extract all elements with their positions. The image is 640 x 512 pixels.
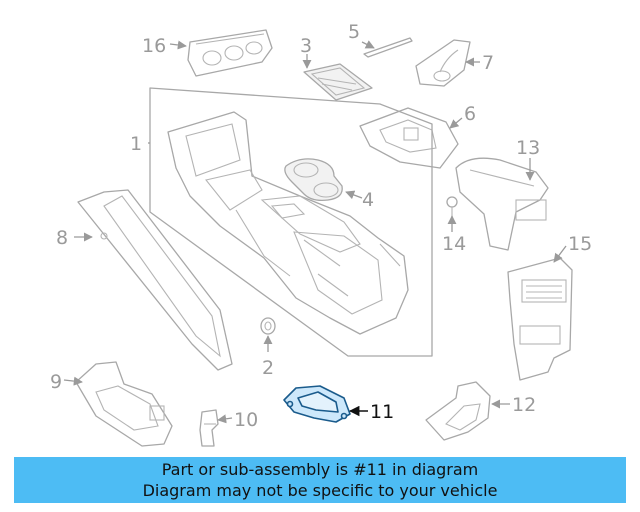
part-13-armrest-lid bbox=[455, 157, 549, 251]
part-10-bracket bbox=[199, 409, 219, 447]
callout-9: 9 bbox=[50, 371, 62, 393]
part-1-assembly-outline bbox=[149, 87, 433, 357]
part-12-storage-insert bbox=[425, 381, 491, 441]
part-8-side-panel bbox=[77, 189, 233, 371]
callout-10: 10 bbox=[234, 409, 258, 431]
part-15-rear-vent-panel bbox=[507, 257, 573, 381]
info-banner: Part or sub-assembly is #11 in diagram D… bbox=[14, 457, 626, 503]
leader-10 bbox=[217, 414, 233, 424]
leader-9 bbox=[63, 376, 83, 386]
callout-8: 8 bbox=[56, 227, 68, 249]
banner-line-2: Diagram may not be specific to your vehi… bbox=[142, 481, 498, 500]
callout-2: 2 bbox=[262, 357, 274, 379]
leader-16 bbox=[169, 40, 187, 50]
part-2-grommet bbox=[260, 317, 276, 335]
part-11-highlighted[interactable] bbox=[283, 385, 351, 423]
leader-4 bbox=[345, 190, 363, 200]
callout-6: 6 bbox=[464, 103, 476, 125]
callout-16: 16 bbox=[142, 35, 166, 57]
callout-13: 13 bbox=[516, 137, 540, 159]
callout-14: 14 bbox=[442, 233, 466, 255]
callout-12: 12 bbox=[512, 394, 536, 416]
part-9-storage-tray bbox=[75, 361, 173, 447]
parts-diagram: 16 3 5 7 6 1 13 4 8 14 15 2 9 12 11 10 bbox=[50, 21, 592, 447]
part-4-cupholder-mat bbox=[284, 158, 343, 202]
part-1-console-body bbox=[167, 111, 409, 335]
part-16-switch-panel bbox=[187, 29, 273, 77]
part-14-clip bbox=[446, 196, 458, 216]
part-6-shifter-bezel bbox=[359, 107, 459, 169]
banner-line-1: Part or sub-assembly is #11 in diagram bbox=[161, 460, 479, 479]
callout-3: 3 bbox=[300, 35, 312, 57]
callout-4: 4 bbox=[362, 189, 374, 211]
part-5-trim-strip bbox=[363, 37, 413, 58]
callout-15: 15 bbox=[568, 233, 592, 255]
callout-7: 7 bbox=[482, 52, 494, 74]
callout-5: 5 bbox=[348, 21, 360, 43]
part-7-shift-boot bbox=[415, 39, 471, 87]
leader-5 bbox=[361, 40, 375, 49]
part-3-tray-mat bbox=[303, 63, 373, 101]
callout-1: 1 bbox=[130, 133, 142, 155]
leader-6 bbox=[449, 117, 463, 129]
callout-11: 11 bbox=[370, 401, 394, 423]
leader-15 bbox=[553, 245, 567, 263]
